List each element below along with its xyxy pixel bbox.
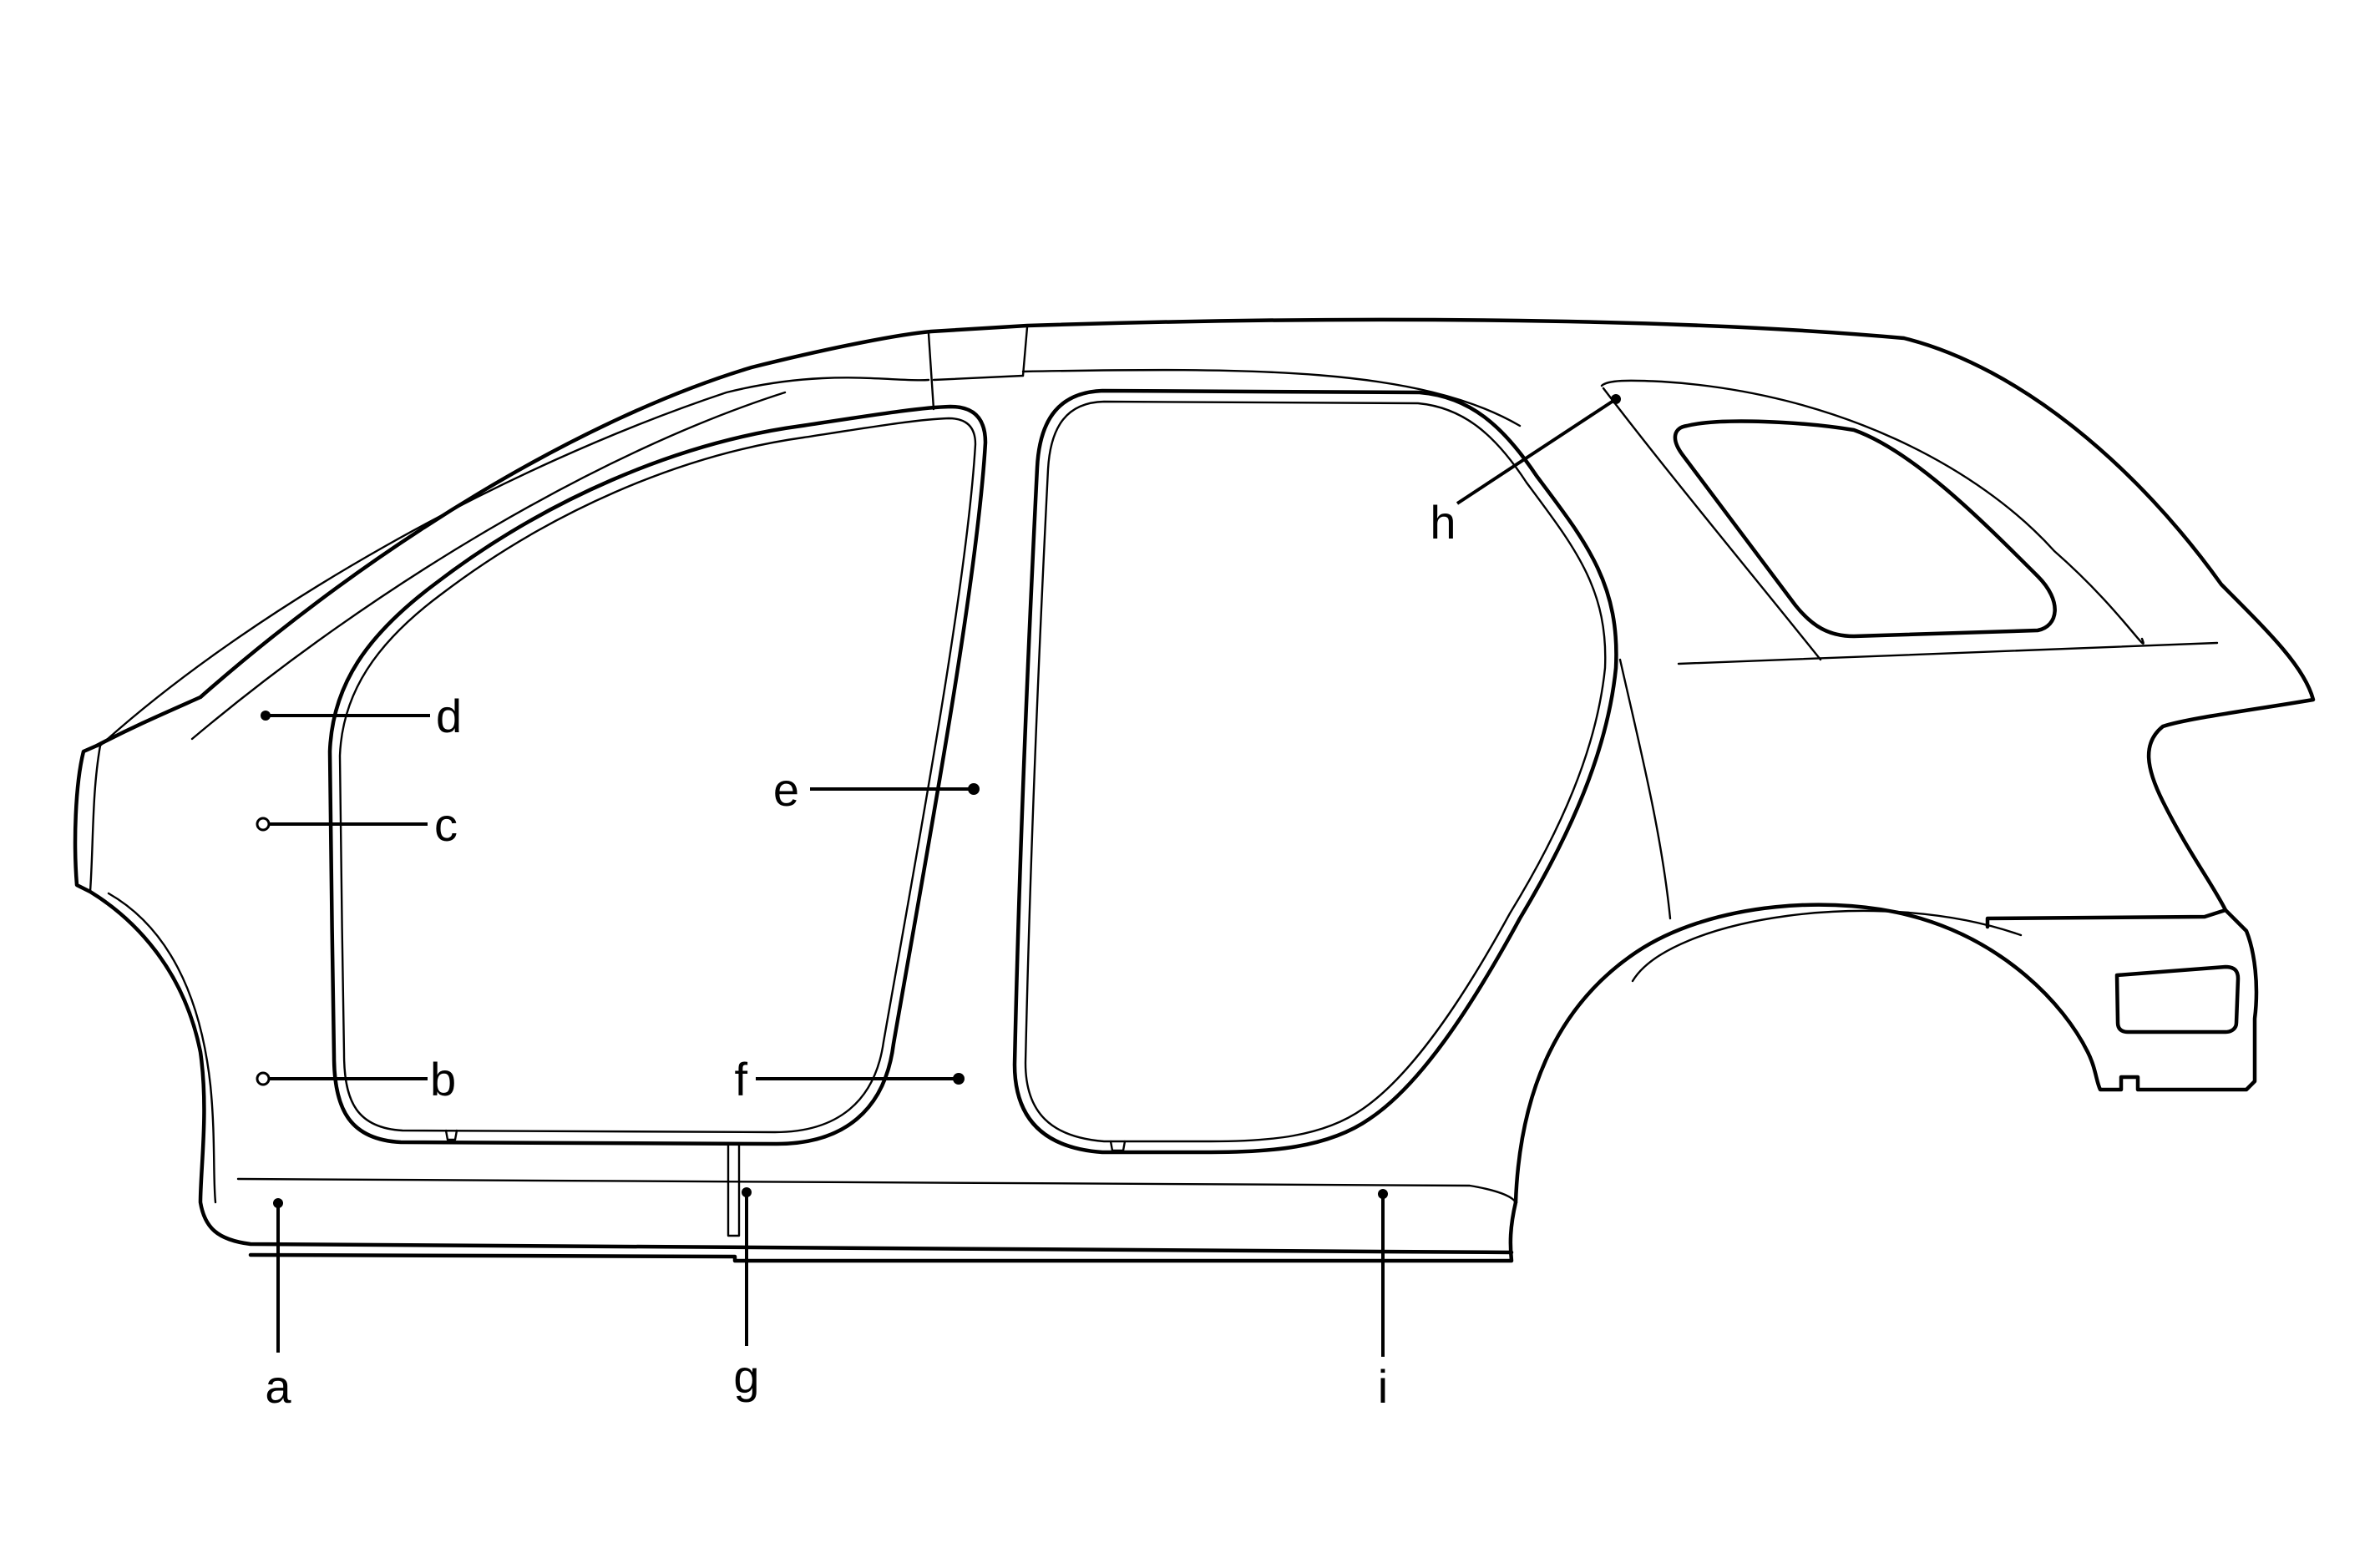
callout-b-label: b: [430, 1053, 456, 1105]
callout-h: h: [1430, 394, 1621, 549]
roof-seams: [99, 326, 1522, 747]
rear-quarter-window: [1600, 379, 2219, 665]
callout-b: b: [256, 1053, 456, 1105]
callout-c-point: [256, 817, 271, 832]
body-side-outline: [73, 317, 2316, 1263]
callout-c: c: [256, 798, 458, 851]
callout-i-label: i: [1378, 1360, 1388, 1413]
callouts: a b c d e f g: [256, 394, 1621, 1413]
callout-d-label: d: [436, 690, 462, 742]
callout-b-point: [256, 1071, 271, 1086]
callout-e: e: [773, 763, 980, 816]
callout-a-label: a: [265, 1360, 291, 1413]
front-door-opening: [327, 404, 988, 1146]
callout-g-label: g: [733, 1350, 759, 1403]
callout-a: a: [265, 1198, 291, 1413]
callout-h-label: h: [1430, 496, 1456, 549]
tail-lamp-pocket: [2114, 964, 2241, 1034]
callout-e-label: e: [773, 763, 799, 816]
rear-wheel-arch: [1513, 903, 2259, 1205]
rocker-sill: [248, 1200, 1518, 1263]
callout-d: d: [261, 690, 462, 742]
callout-f: f: [734, 1053, 965, 1105]
roof-line: [94, 317, 2316, 929]
rear-door-opening: [1012, 388, 1672, 1155]
callout-f-label: f: [734, 1053, 747, 1105]
callout-i: i: [1378, 1189, 1388, 1413]
callout-c-label: c: [434, 798, 458, 851]
front-edge: [73, 743, 1514, 1255]
callout-g: g: [733, 1187, 760, 1403]
